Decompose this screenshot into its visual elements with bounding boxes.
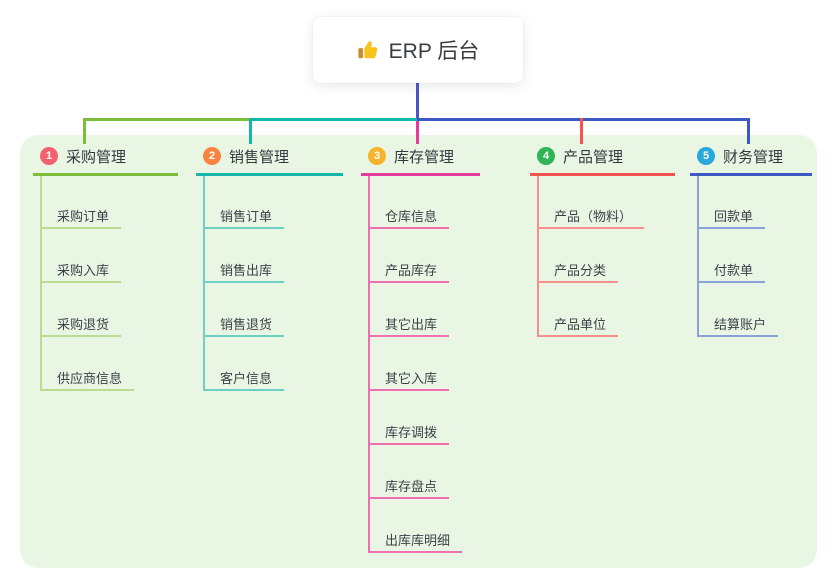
branch-node-inventory[interactable]: 3 库存管理 (361, 146, 480, 176)
root-node[interactable]: ERP 后台 (313, 17, 523, 83)
branch-node-finance[interactable]: 5 财务管理 (690, 146, 812, 176)
branch-inventory: 3 库存管理 仓库信息 产品库存 其它出库 其它入库 库存调拨 库存盘点 出库库… (361, 146, 480, 553)
branch-spine-line (40, 176, 42, 391)
branch-label: 销售管理 (229, 148, 290, 166)
root-label: ERP 后台 (388, 40, 480, 63)
branch-spine-line (537, 176, 539, 337)
child-node[interactable]: 供应商信息 (40, 369, 135, 391)
child-node[interactable]: 客户信息 (203, 369, 285, 391)
child-node[interactable]: 回款单 (697, 207, 766, 229)
drop-line-purchase (83, 118, 86, 144)
drop-line-sales (249, 118, 252, 144)
child-node[interactable]: 产品分类 (537, 261, 619, 283)
child-node[interactable]: 产品单位 (537, 315, 619, 337)
branch-node-purchase[interactable]: 1 采购管理 (33, 146, 178, 176)
drop-line-product (580, 118, 583, 144)
branch-node-product[interactable]: 4 产品管理 (530, 146, 675, 176)
branch-label: 产品管理 (563, 148, 624, 166)
drop-line-inventory (416, 121, 419, 144)
child-node[interactable]: 采购退货 (40, 315, 122, 337)
bus-segment-sales (250, 118, 417, 121)
thumbs-up-icon (357, 39, 379, 61)
child-node[interactable]: 仓库信息 (368, 207, 450, 229)
priority-badge: 3 (368, 147, 386, 165)
branch-label: 库存管理 (394, 148, 455, 166)
child-node[interactable]: 结算账户 (697, 315, 779, 337)
root-connector-line (416, 83, 419, 120)
child-node[interactable]: 采购入库 (40, 261, 122, 283)
bus-segment-purchase (83, 118, 250, 121)
branch-label: 采购管理 (66, 148, 127, 166)
branch-purchase: 1 采购管理 采购订单 采购入库 采购退货 供应商信息 (33, 146, 178, 391)
child-node[interactable]: 销售退货 (203, 315, 285, 337)
priority-badge: 2 (203, 147, 221, 165)
branch-sales: 2 销售管理 销售订单 销售出库 销售退货 客户信息 (196, 146, 343, 391)
branch-spine-line (697, 176, 699, 337)
priority-badge: 5 (697, 147, 715, 165)
branch-label: 财务管理 (723, 148, 784, 166)
child-node[interactable]: 产品库存 (368, 261, 450, 283)
priority-badge: 1 (40, 147, 58, 165)
bus-segment-finance (417, 118, 750, 121)
child-node[interactable]: 其它出库 (368, 315, 450, 337)
branch-spine-line (368, 176, 370, 553)
child-node[interactable]: 其它入库 (368, 369, 450, 391)
branch-finance: 5 财务管理 回款单 付款单 结算账户 (690, 146, 812, 337)
branch-product: 4 产品管理 产品（物料） 产品分类 产品单位 (530, 146, 675, 337)
priority-badge: 4 (537, 147, 555, 165)
branch-spine-line (203, 176, 205, 391)
child-node[interactable]: 销售订单 (203, 207, 285, 229)
drop-line-finance (747, 118, 750, 144)
child-node[interactable]: 库存盘点 (368, 477, 450, 499)
branch-node-sales[interactable]: 2 销售管理 (196, 146, 343, 176)
child-node[interactable]: 产品（物料） (537, 207, 645, 229)
child-node[interactable]: 销售出库 (203, 261, 285, 283)
child-node[interactable]: 出库库明细 (368, 531, 463, 553)
child-node[interactable]: 库存调拨 (368, 423, 450, 445)
branches-panel (20, 135, 817, 568)
child-node[interactable]: 采购订单 (40, 207, 122, 229)
child-node[interactable]: 付款单 (697, 261, 766, 283)
